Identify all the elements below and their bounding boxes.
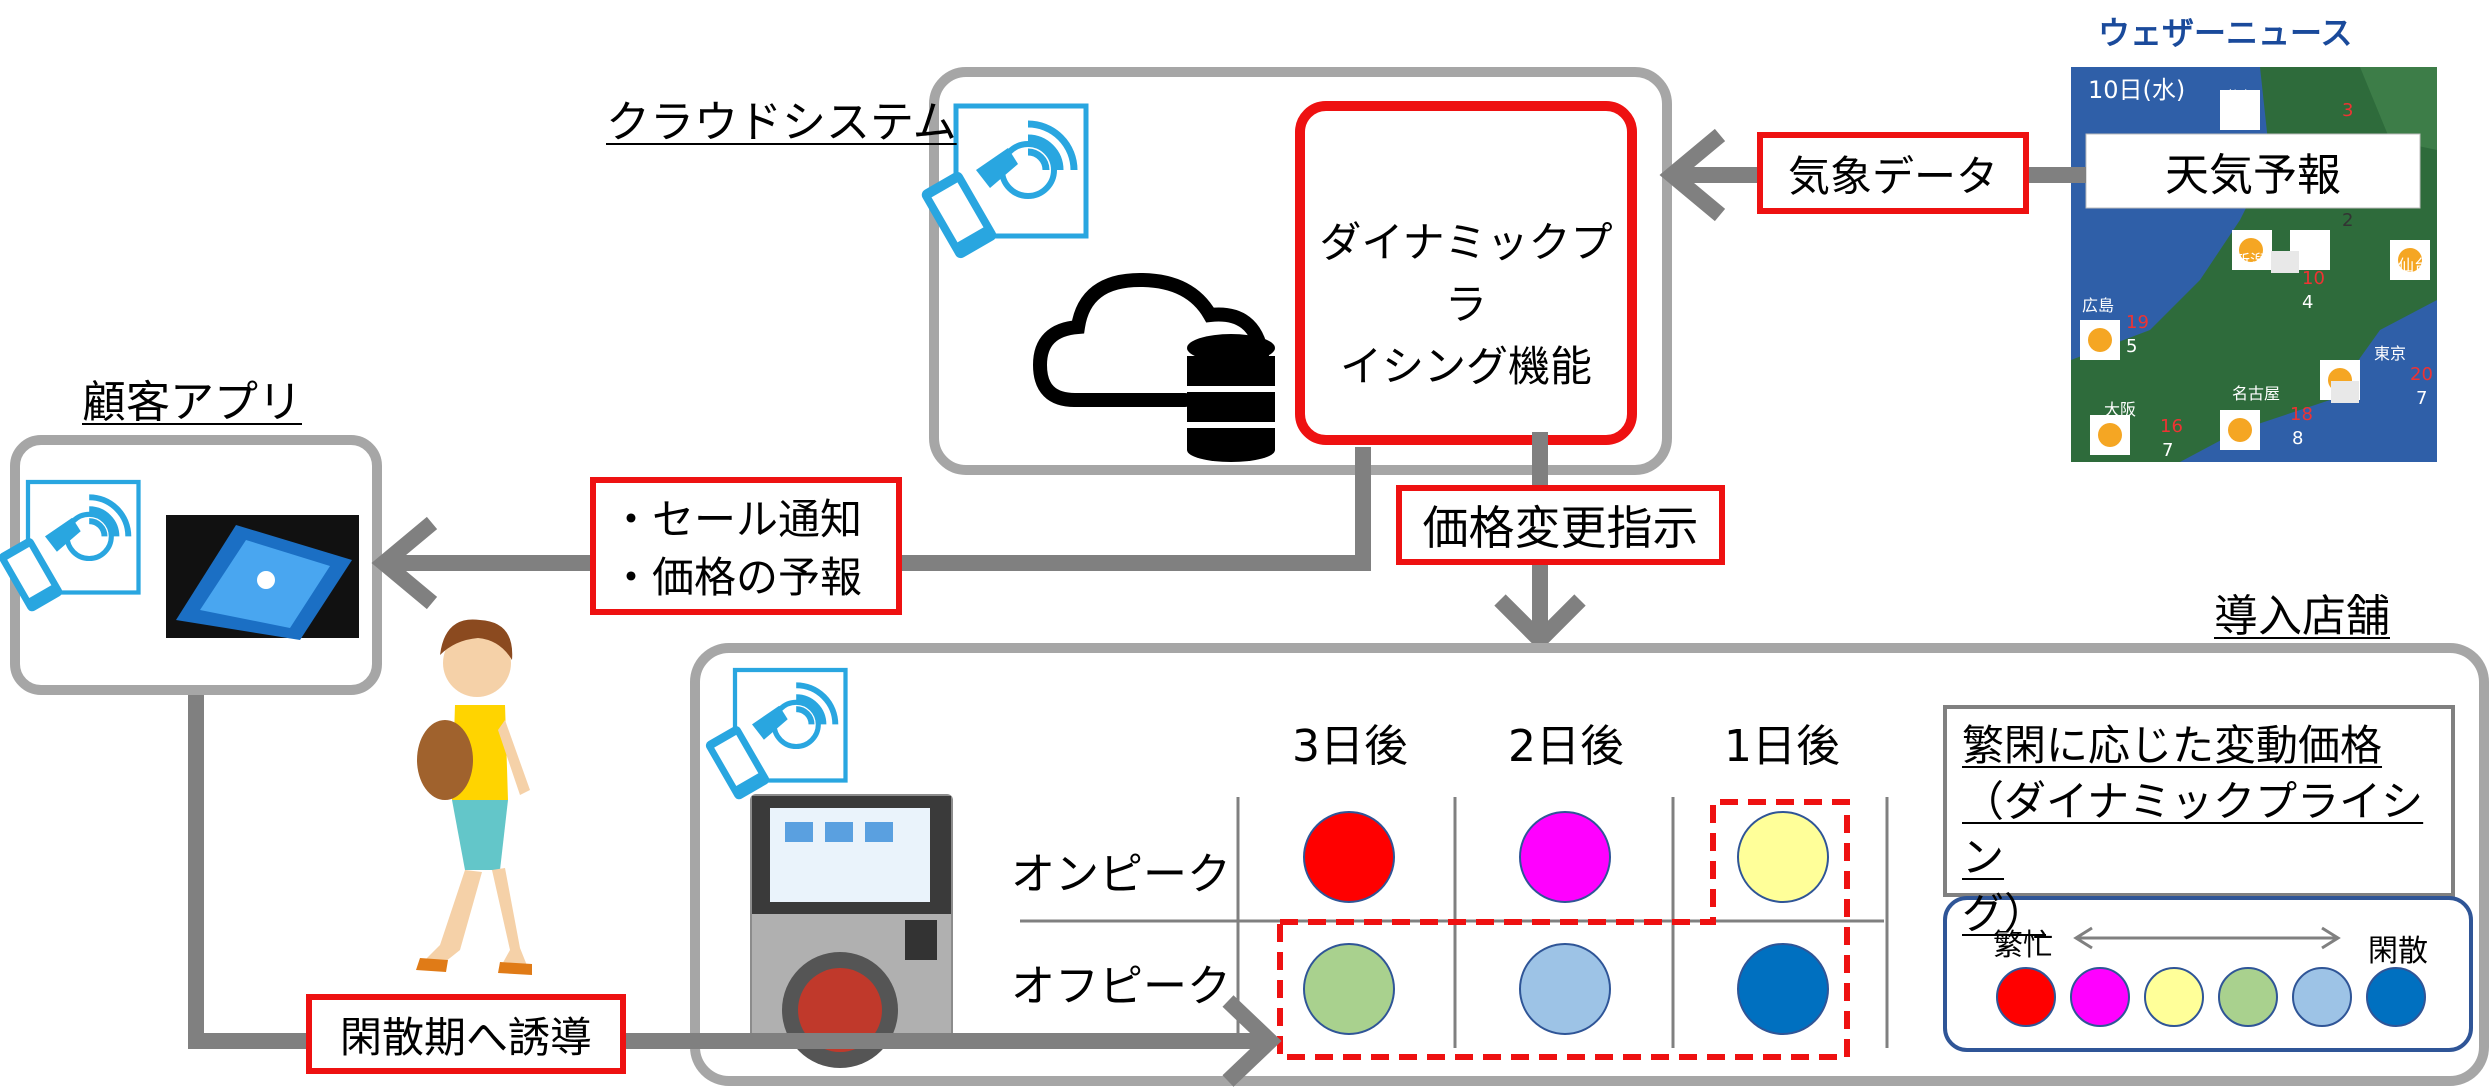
- dynamic-pricing-text: 繁閑に応じた変動価格 （ダイナミックプライシン グ）: [1962, 718, 2442, 942]
- city-nagoya-low: 8: [2292, 428, 2304, 449]
- row-label-on-peak: オンピーク: [1011, 849, 1231, 900]
- legend-busy-label: 繁忙: [1993, 928, 2053, 963]
- guide-arrow: [188, 695, 1268, 1049]
- notice-line-1: ・セール通知: [610, 495, 863, 544]
- legend-swatch-2: [2070, 967, 2130, 1027]
- notice-box: ・セール通知 ・価格の予報: [590, 477, 902, 615]
- city-sendai: 仙台: [2398, 256, 2431, 275]
- city-nagoya-high: 18: [2290, 404, 2313, 425]
- laundry-machine-image: [750, 794, 953, 1068]
- city-nagoya: 名古屋: [2232, 384, 2281, 403]
- legend-quiet-label: 閑散: [2368, 934, 2428, 969]
- city-osaka-high: 16: [2160, 416, 2183, 437]
- legend-swatches: [1996, 967, 2426, 1027]
- city-hiroshima: 広島: [2082, 296, 2115, 315]
- city-osaka: 大阪: [2104, 400, 2137, 419]
- city-tokyo: 東京: [2374, 344, 2407, 363]
- col-header-1day: 1日後: [1724, 721, 1840, 772]
- pricing-function-line-1: ダイナミックプラ: [1319, 218, 1613, 329]
- legend-swatch-1: [1996, 967, 2056, 1027]
- price-circle-on-2: [1519, 811, 1611, 903]
- brand-name: ウェザーニュース: [2098, 14, 2353, 52]
- price-circle-on-1: [1303, 811, 1395, 903]
- cloud-database-icon: [1032, 272, 1275, 462]
- price-circle-on-3: [1737, 811, 1829, 903]
- weather-map-image: [2071, 67, 2437, 462]
- city-tokyo-low: 7: [2416, 388, 2428, 409]
- store-title: 導入店舗: [2214, 591, 2390, 642]
- city-sapporo-high: 3: [2342, 100, 2354, 121]
- weather-data-label: 気象データ: [1757, 132, 2029, 214]
- price-circles: [1303, 811, 1829, 1035]
- city-tokyo-high: 20: [2410, 364, 2433, 385]
- cloud-system-title: クラウドシステム: [606, 97, 957, 148]
- smartphone-image: [166, 515, 359, 640]
- legend-swatch-6: [2366, 967, 2426, 1027]
- dynamic-pricing-box: [1943, 705, 2455, 897]
- pricing-function-box: [1295, 101, 1637, 445]
- pricing-function-line-2: イシング機能: [1339, 342, 1592, 391]
- pricing-function-text: ダイナミックプラ イシング機能: [1305, 212, 1627, 398]
- dynamic-pricing-line-1: 繁閑に応じた変動価格: [1962, 721, 2383, 770]
- price-instruction-label: 価格変更指示: [1396, 485, 1725, 565]
- app-title: 顧客アプリ: [82, 377, 302, 428]
- notice-line-2: ・価格の予報: [610, 553, 863, 602]
- map-date: 10日(水): [2088, 76, 2186, 104]
- city-sapporo: 札幌: [2226, 88, 2259, 107]
- price-circle-off-1: [1303, 943, 1395, 1035]
- guide-label: 閑散期へ誘導: [306, 994, 626, 1074]
- col-header-2days: 2日後: [1508, 721, 1624, 772]
- legend-swatch-5: [2292, 967, 2352, 1027]
- legend-swatch-4: [2218, 967, 2278, 1027]
- row-label-off-peak: オフピーク: [1011, 961, 1231, 1012]
- col-header-3days: 3日後: [1292, 721, 1408, 772]
- forecast-label-panel: [2085, 133, 2421, 209]
- price-circle-off-2: [1519, 943, 1611, 1035]
- city-osaka-low: 7: [2162, 440, 2174, 461]
- city-niigata: 新潟: [2234, 251, 2267, 270]
- off-peak-highlight: [1277, 799, 1850, 1060]
- dynamic-pricing-line-3: グ）: [1962, 889, 2047, 938]
- forecast-label: 天気予報: [2165, 150, 2341, 201]
- dynamic-pricing-line-2: （ダイナミックプライシン: [1962, 777, 2424, 882]
- city-niigata-low: 4: [2302, 292, 2314, 313]
- price-circle-off-3: [1737, 943, 1829, 1035]
- extra-low-temp: 2: [2342, 210, 2354, 231]
- city-niigata-high: 10: [2302, 268, 2325, 289]
- customer-illustration: [416, 619, 532, 975]
- city-hiroshima-high: 19: [2126, 312, 2149, 333]
- legend-swatch-3: [2144, 967, 2204, 1027]
- city-hiroshima-low: 5: [2126, 336, 2138, 357]
